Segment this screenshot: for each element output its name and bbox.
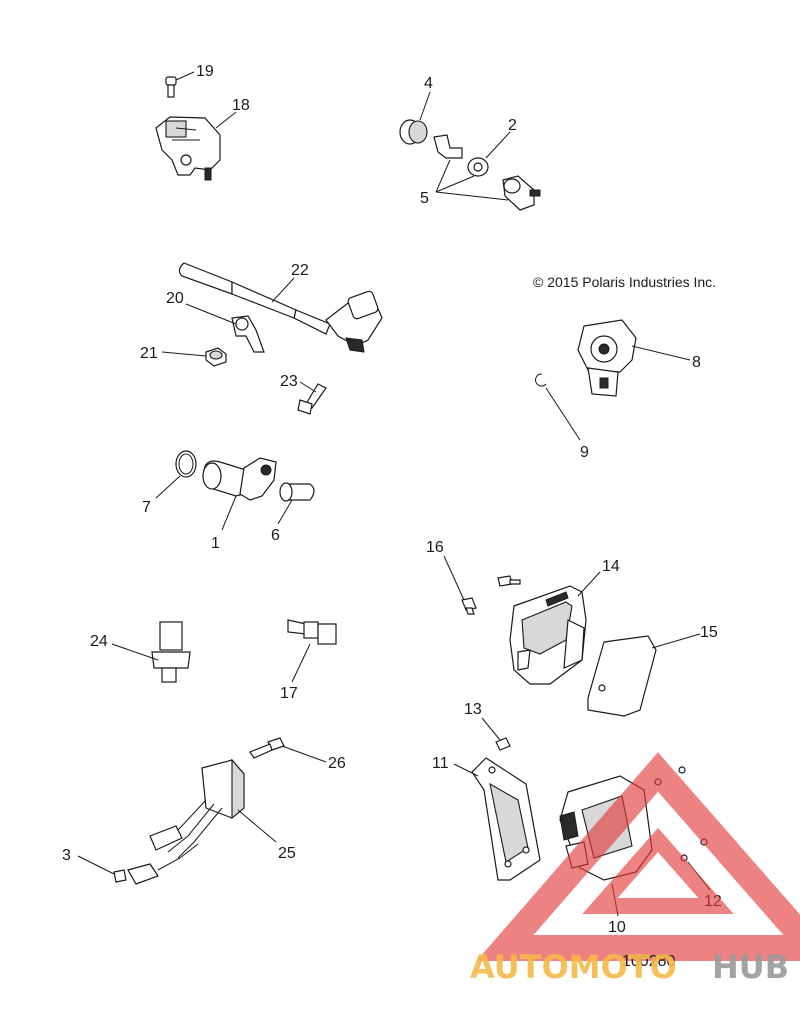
- part-24-pressure-switch: [151, 621, 191, 683]
- part-21-nut: [205, 347, 227, 367]
- part-6-spacer: [279, 482, 315, 502]
- figure-number: 100280: [622, 953, 675, 970]
- callout-25: 25: [278, 845, 296, 862]
- callout-8: 8: [692, 354, 701, 371]
- callout-3: 3: [62, 847, 71, 864]
- part-23-bolt: [297, 383, 327, 415]
- part-4-cap: [399, 119, 428, 145]
- part-11-bracket: [471, 757, 541, 881]
- callout-5: 5: [420, 190, 429, 207]
- callout-1: 1: [211, 535, 220, 552]
- svg-text:AUTOMOTO: AUTOMOTO: [470, 948, 677, 986]
- watermark-logo: [476, 752, 800, 961]
- part-26-bolt: [249, 737, 285, 759]
- part-16-bolt: [461, 575, 521, 615]
- part-17-temp-sensor: [287, 619, 337, 645]
- callout-7: 7: [142, 499, 151, 516]
- part-15-gasket: [587, 635, 657, 717]
- copyright-text: © 2015 Polaris Industries Inc.: [533, 274, 716, 290]
- callout-9: 9: [580, 444, 589, 461]
- part-1-cam-sensor: [202, 457, 277, 501]
- callout-15: 15: [700, 624, 718, 641]
- callout-24: 24: [90, 633, 108, 650]
- part-9-clip: [535, 373, 547, 387]
- part-18-map-sensor: [155, 116, 221, 181]
- callout-21: 21: [140, 345, 158, 362]
- callout-17: 17: [280, 685, 298, 702]
- callout-18: 18: [232, 97, 250, 114]
- callout-11: 11: [432, 755, 449, 772]
- part-13-bolt: [495, 737, 511, 751]
- callout-2: 2: [508, 117, 517, 134]
- part-19-bolt: [165, 76, 177, 98]
- callout-19: 19: [196, 63, 214, 80]
- callout-23: 23: [280, 373, 298, 390]
- callout-26: 26: [328, 755, 346, 772]
- part-25-relay-module: [127, 758, 245, 885]
- part-20-clip: [231, 315, 265, 353]
- part-14-ecu-cover: [509, 585, 587, 685]
- part-5-sensor: [502, 175, 541, 211]
- callout-16: 16: [426, 539, 444, 556]
- part-8-knock-sensor: [577, 319, 637, 397]
- svg-text:HUB: HUB: [712, 948, 789, 986]
- part-3-bolt: [113, 869, 127, 883]
- callout-20: 20: [166, 290, 184, 307]
- part-7-o-ring: [175, 450, 197, 478]
- callout-10: 10: [608, 919, 626, 936]
- callout-6: 6: [271, 527, 280, 544]
- part-22-speed-sensor: [178, 262, 383, 353]
- part-5-bracket: [433, 134, 463, 159]
- callout-4: 4: [424, 75, 433, 92]
- watermark-text: AUTOMOTO HUB: [470, 948, 789, 986]
- callout-14: 14: [602, 558, 620, 575]
- part-2-washer: [467, 157, 489, 177]
- callout-22: 22: [291, 262, 309, 279]
- callout-13: 13: [464, 701, 482, 718]
